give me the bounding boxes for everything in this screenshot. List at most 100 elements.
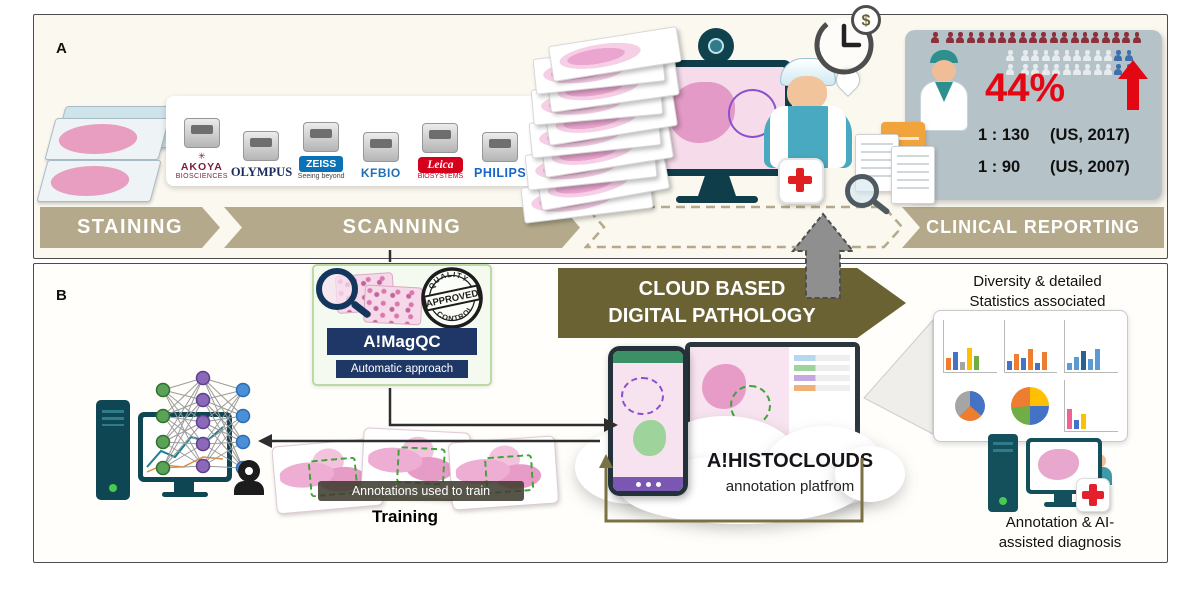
scanner-device-icon — [183, 118, 220, 148]
vendor-akoya: ✳ AKOYA BIOSCIENCES — [173, 118, 231, 180]
person-icon — [977, 32, 986, 43]
person-icon — [1070, 32, 1079, 43]
vendor-name: PHILIPS — [474, 166, 527, 180]
diagnosis-label-line1: Annotation & AI- — [1005, 514, 1115, 531]
ratio-note: (US, 2007) — [1050, 158, 1130, 176]
vendor-olympus: OLYMPUS — [230, 131, 293, 180]
cloud-banner-line1: CLOUD BASED — [638, 278, 786, 300]
person-icon — [1041, 64, 1050, 75]
increase-arrow-icon — [1118, 60, 1148, 112]
person-icon-row — [1005, 50, 1134, 61]
medical-cross-icon — [1076, 478, 1110, 512]
person-icon — [987, 32, 996, 43]
monitor-base — [676, 196, 758, 203]
person-icon — [1093, 64, 1102, 75]
panel-b-label: B — [56, 287, 67, 304]
person-icon — [997, 32, 1006, 43]
scanner-vendor-strip: ✳ AKOYA BIOSCIENCES OLYMPUS ZEISS Seeing… — [166, 96, 536, 186]
cloud-platform-group: A!HISTOCLOUDS annotation platfrom — [575, 338, 905, 528]
person-icon — [1114, 50, 1123, 61]
stage-staining-label: STAINING — [76, 216, 184, 238]
person-icon — [1031, 64, 1040, 75]
person-icon — [1093, 50, 1102, 61]
magqc-title: A!MagQC — [327, 328, 477, 355]
person-icon — [1104, 50, 1113, 61]
doctor-face-icon — [932, 60, 956, 82]
scanner-device-icon — [482, 132, 519, 162]
annotation-side-panel — [789, 347, 855, 441]
ratio-2007: 1 : 90 (US, 2007) — [978, 158, 1154, 177]
monitor-base — [162, 492, 208, 497]
face-icon — [787, 76, 827, 110]
phone-icon — [608, 346, 688, 496]
phone-screen — [613, 351, 683, 491]
doctor-icon — [918, 50, 970, 134]
ratio-2017: 1 : 130 (US, 2017) — [978, 126, 1154, 145]
report-page-icon — [891, 146, 935, 204]
magqc-module: QUALITY CONTROL APPROVED A!MagQC Automat… — [312, 264, 492, 386]
monitor-stand — [698, 176, 736, 196]
doctor-coat-icon — [920, 81, 968, 131]
scanner-device-icon — [303, 122, 340, 152]
vendor-subtitle: Seeing beyond — [297, 173, 345, 180]
person-icon — [1018, 32, 1027, 43]
glass-slide-icon — [36, 160, 162, 202]
cloud-banner-arrow: CLOUD BASED DIGITAL PATHOLOGY — [558, 268, 906, 338]
annotations-banner: Annotations used to train — [318, 481, 524, 501]
stage-staining: STAINING — [40, 207, 220, 248]
person-icon — [1006, 64, 1015, 75]
stage-scanning-label: SCANNING — [342, 216, 462, 238]
panel-a-label: A — [56, 40, 67, 57]
clinical-report-documents-icon — [845, 122, 945, 224]
person-icon — [1052, 64, 1061, 75]
akoya-star-icon: ✳ — [198, 151, 206, 161]
tissue-thumbnail-icon — [363, 284, 423, 326]
person-icon — [1029, 32, 1038, 43]
magqc-subtitle: Automatic approach — [336, 360, 468, 378]
doctor-cap-icon — [930, 50, 958, 63]
mini-bar-chart — [943, 320, 997, 373]
mini-bar-chart — [1003, 320, 1058, 373]
vendor-name: OLYMPUS — [230, 165, 293, 179]
person-icon — [1021, 50, 1030, 61]
camera-icon — [698, 28, 734, 64]
stage-clinical-reporting: CLINICAL REPORTING — [902, 207, 1164, 248]
computer-tower-icon — [96, 400, 130, 500]
platform-title: A!HISTOCLOUDS — [706, 450, 874, 472]
cloud-banner-line2: DIGITAL PATHOLOGY — [608, 305, 816, 327]
person-icon — [1104, 64, 1113, 75]
ratio-value: 1 : 90 — [978, 158, 1021, 176]
vendor-leica: Leica BIOSYSTEMS — [411, 123, 469, 180]
person-icon — [1006, 50, 1015, 61]
vendor-philips: PHILIPS — [471, 132, 529, 180]
person-icon — [946, 32, 955, 43]
mini-bar-chart — [1064, 320, 1118, 373]
phone-app-header — [613, 351, 683, 363]
vendor-name: AKOYA — [180, 161, 223, 173]
magnifier-handle-icon — [871, 198, 891, 216]
person-icon — [1008, 32, 1017, 43]
monitor-icon — [1026, 438, 1102, 494]
scanner-device-icon — [422, 123, 459, 153]
statistics-title-line2: Statistics associated — [969, 293, 1106, 311]
statistics-panel-title: Diversity & detailed Statistics associat… — [945, 272, 1130, 313]
scanner-device-icon — [243, 131, 280, 161]
glass-slide-icon — [44, 118, 170, 160]
person-icon — [1041, 50, 1050, 61]
platform-subtitle: annotation platfrom — [725, 478, 855, 495]
person-icon — [1101, 32, 1110, 43]
monitor-stand — [174, 482, 194, 492]
training-title: Training — [371, 507, 439, 526]
statistics-title-line1: Diversity & detailed — [973, 273, 1102, 290]
vendor-name: KFBIO — [360, 166, 401, 180]
stage-clinical-reporting-label: CLINICAL REPORTING — [926, 217, 1140, 237]
statistics-charts-panel — [933, 310, 1128, 442]
webcam-base — [234, 481, 264, 495]
ratio-note: (US, 2017) — [1050, 126, 1130, 144]
training-workstation — [88, 368, 273, 513]
person-icon — [966, 32, 975, 43]
vendor-kfbio: KFBIO — [352, 132, 410, 180]
computer-tower-icon — [988, 434, 1018, 512]
vendor-subtitle: BIOSCIENCES — [175, 173, 228, 180]
